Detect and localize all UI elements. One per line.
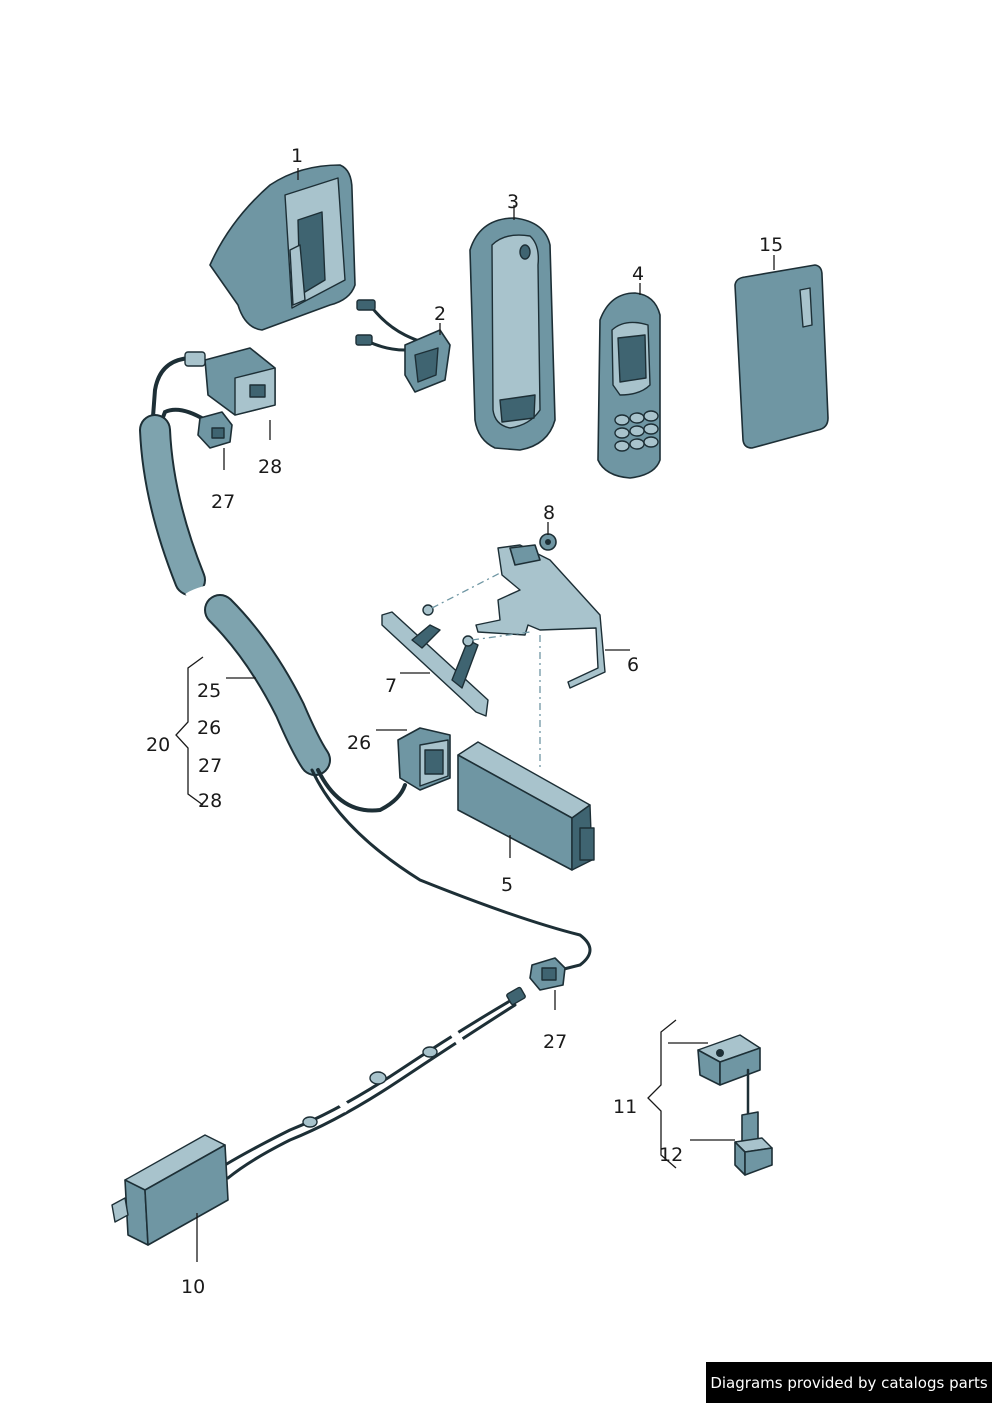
part-10-antenna-box [111, 1134, 229, 1246]
label-part-5: 5 [501, 874, 514, 896]
label-part-3: 3 [507, 191, 520, 213]
part-4-mobile-phone [597, 292, 661, 479]
label-part-12: 12 [659, 1144, 684, 1166]
label-part-1: 1 [291, 145, 304, 167]
label-part-11: 11 [613, 1096, 638, 1118]
part-10-antenna-cable [223, 986, 526, 1180]
part-28-connector-top [184, 347, 276, 416]
label-part-8: 8 [543, 502, 556, 524]
assembly-line-1 [431, 571, 503, 609]
assembly-line-2 [471, 631, 531, 641]
label-part-25: 25 [197, 680, 222, 702]
label-part-27-lower: 27 [543, 1031, 568, 1053]
label-part-20: 20 [146, 734, 171, 756]
label-part-15: 15 [759, 234, 784, 256]
part-26-connector [397, 727, 451, 791]
label-part-26: 26 [347, 732, 372, 754]
part-1-cradle-holder [209, 164, 356, 331]
part-6-bracket [475, 544, 606, 689]
label-part-27-group: 27 [198, 755, 223, 777]
part-27-connector-lower [529, 957, 566, 991]
part-7-mounting-strip [381, 604, 489, 717]
part-3-phone-adapter [469, 217, 556, 451]
part-15-card [734, 264, 829, 449]
label-part-7: 7 [385, 675, 398, 697]
label-part-6: 6 [627, 654, 640, 676]
phone-keypad [614, 410, 659, 452]
label-part-28-top: 28 [258, 456, 283, 478]
label-part-2: 2 [434, 303, 447, 325]
part-5-control-unit [457, 741, 595, 871]
part-12-connector [734, 1111, 773, 1176]
part-27-connector-top [197, 411, 233, 449]
label-part-27-top: 27 [211, 491, 236, 513]
label-part-26-group: 26 [197, 717, 222, 739]
leader-lines [175, 168, 775, 1262]
credit-banner: Diagrams provided by catalogs parts [706, 1362, 992, 1403]
part-20-cable-harness [139, 356, 592, 972]
part-11-connector [697, 1034, 761, 1117]
label-part-28-group: 28 [198, 790, 223, 812]
part-2-connector [355, 299, 451, 393]
label-part-4: 4 [632, 263, 645, 285]
part-8-nut [539, 533, 557, 551]
label-part-10: 10 [181, 1276, 206, 1298]
